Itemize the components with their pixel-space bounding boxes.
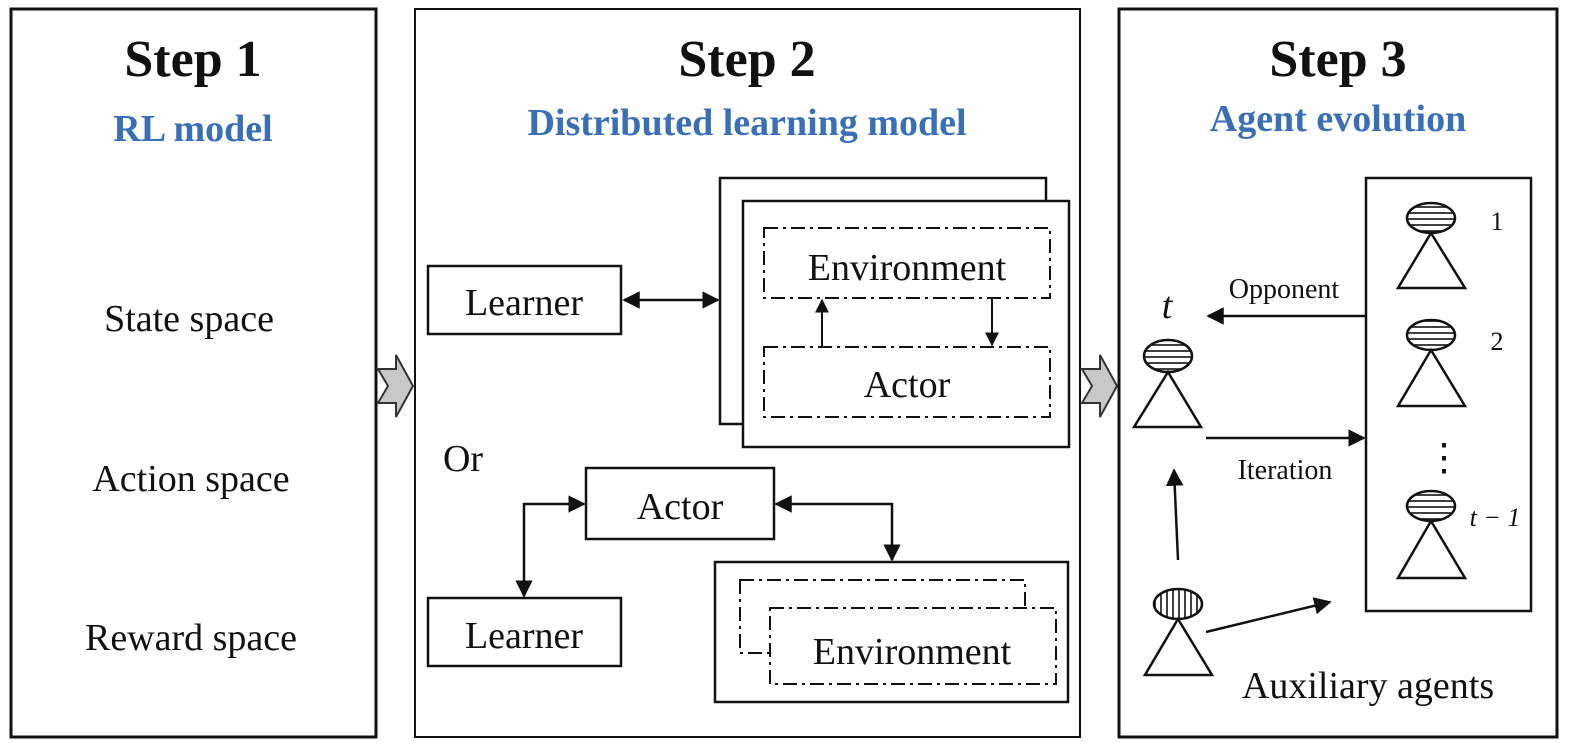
auxiliary-to-pool-arrow — [1205, 597, 1332, 634]
step2-panel: Step 2 Distributed learning model Learne… — [414, 8, 1081, 738]
agent-icon — [1395, 201, 1468, 290]
step1-title: Step 1 — [124, 31, 261, 88]
step3-panel: Step 3 Agent evolution t Opponent Iterat… — [1117, 7, 1559, 739]
actor-label-bottom: Actor — [637, 486, 724, 528]
state-space-label: State space — [104, 298, 274, 340]
pool-number-last: t − 1 — [1470, 503, 1521, 532]
actor-box-bottom — [584, 466, 776, 541]
step3-title: Step 3 — [1269, 31, 1406, 88]
agent-icon — [1395, 489, 1468, 580]
pool-number-2: 2 — [1491, 327, 1504, 356]
or-label: Or — [443, 438, 483, 480]
step-arrow-icon — [376, 354, 415, 418]
actor-env-arrow — [774, 495, 901, 562]
front-env-box — [741, 199, 1071, 449]
actor-box-top — [763, 346, 1051, 418]
environment-box-top — [763, 227, 1051, 299]
learner-box-top — [426, 264, 623, 336]
learner-label-top: Learner — [465, 282, 583, 324]
pool-number-1: 1 — [1491, 207, 1504, 236]
pool-ellipsis: ⋮ — [1425, 437, 1463, 479]
learner-box-bottom — [426, 596, 623, 668]
agent-icon — [1395, 318, 1468, 408]
step-arrow-icon — [1080, 354, 1119, 418]
actor-label-top: Actor — [864, 364, 951, 406]
step2-title: Step 2 — [678, 31, 815, 88]
reward-space-label: Reward space — [85, 617, 297, 659]
step1-subtitle: RL model — [113, 108, 272, 150]
iteration-label: Iteration — [1238, 455, 1333, 486]
current-agent-label: t — [1162, 285, 1174, 327]
environment-box-bottom — [769, 607, 1057, 685]
actor-learner-arrow — [515, 495, 586, 598]
agent-icon — [1142, 587, 1215, 677]
learner-label-bottom: Learner — [465, 615, 583, 657]
step1-panel: Step 1 RL model State space Action space… — [9, 7, 378, 739]
step2-subtitle: Distributed learning model — [527, 102, 966, 144]
action-space-label: Action space — [92, 458, 289, 500]
env-back-dashed — [739, 579, 1026, 654]
environment-label-top: Environment — [808, 247, 1007, 289]
environment-label-bottom: Environment — [813, 631, 1012, 673]
agent-icon — [1131, 338, 1204, 429]
auxiliary-agents-label: Auxiliary agents — [1242, 665, 1494, 707]
auxiliary-to-current-arrow — [1165, 468, 1184, 561]
opponent-label: Opponent — [1229, 274, 1340, 305]
step3-subtitle: Agent evolution — [1210, 98, 1467, 140]
